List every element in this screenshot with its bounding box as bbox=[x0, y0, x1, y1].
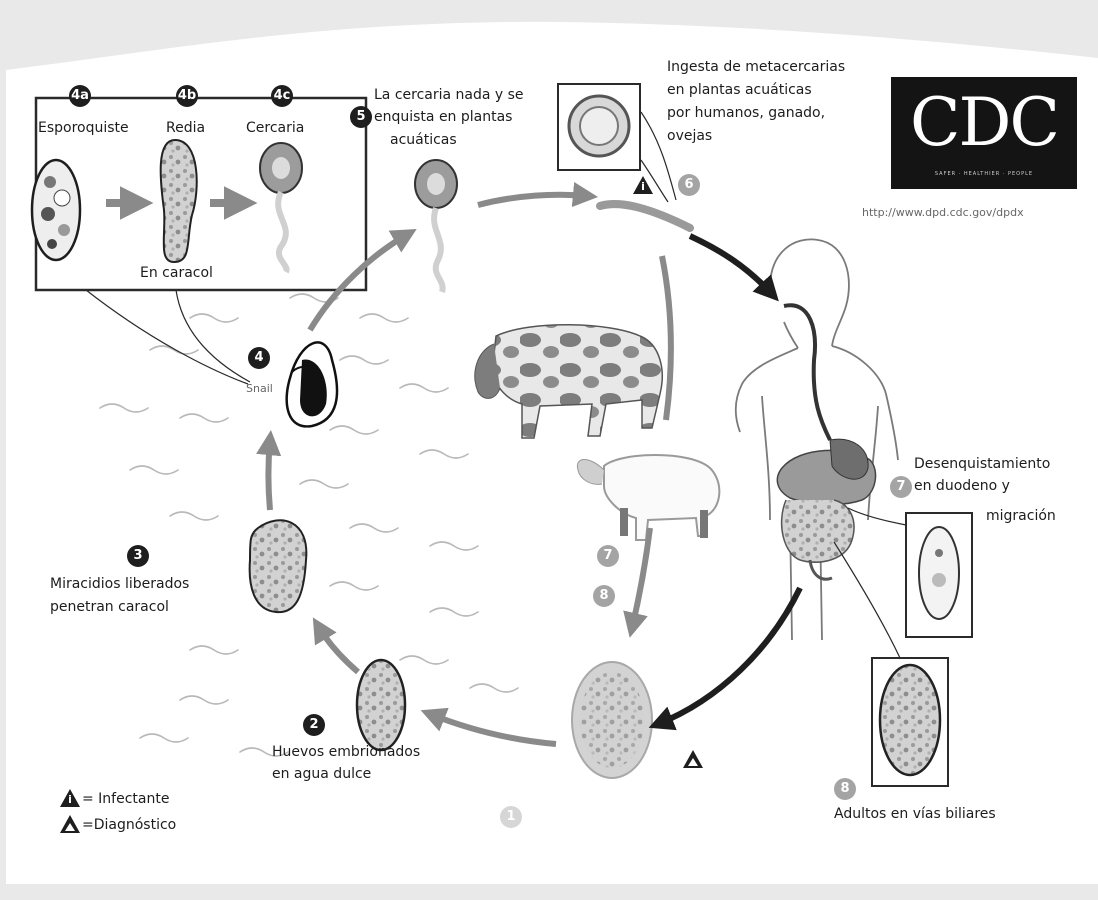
legend-infective-label: = Infectante bbox=[82, 790, 169, 809]
badge-step-4: 4 bbox=[248, 347, 270, 369]
label-step-5-line-2: enquista en plantas bbox=[374, 108, 512, 127]
badge-4a: 4a bbox=[69, 85, 91, 107]
cdc-logo: CDC SAFER · HEALTHIER · PEOPLE bbox=[891, 77, 1077, 189]
label-step-5-line-1: La cercaria nada y se bbox=[374, 86, 524, 105]
diagnostic-stage-marker bbox=[683, 750, 703, 768]
cdc-url: http://www.dpd.cdc.gov/dpdx bbox=[862, 206, 1024, 220]
label-en-caracol: En caracol bbox=[140, 264, 213, 283]
badge-sheep-8: 8 bbox=[593, 585, 615, 607]
badge-step-2: 2 bbox=[303, 714, 325, 736]
label-step-8: Adultos en vías biliares bbox=[834, 805, 996, 824]
label-cercaria: Cercaria bbox=[246, 119, 304, 138]
label-step-6-line-1: Ingesta de metacercarias bbox=[667, 58, 845, 77]
label-step-3-line-1: Miracidios liberados bbox=[50, 575, 189, 594]
label-step-3-line-2: penetran caracol bbox=[50, 598, 169, 617]
label-redia: Redia bbox=[166, 119, 205, 138]
label-step-7-line-2: en duodeno y bbox=[914, 477, 1010, 496]
miracidium-illustration bbox=[250, 520, 307, 612]
label-step-7-line-3: migración bbox=[986, 507, 1056, 526]
badge-4b: 4b bbox=[176, 85, 198, 107]
adult-fluke-illustration bbox=[880, 665, 940, 775]
arrow-3-to-4 bbox=[269, 440, 271, 510]
label-step-6-line-4: ovejas bbox=[667, 127, 712, 146]
label-esporoquiste: Esporoquiste bbox=[38, 119, 129, 138]
legend-infective-icon: i bbox=[60, 789, 80, 807]
label-step-2-line-1: Huevos embrionados bbox=[272, 743, 420, 762]
badge-step-7: 7 bbox=[890, 476, 912, 498]
badge-step-8: 8 bbox=[834, 778, 856, 800]
badge-step-5: 5 bbox=[350, 106, 372, 128]
badge-step-6: 6 bbox=[678, 174, 700, 196]
label-step-5-line-3: acuáticas bbox=[390, 131, 457, 150]
label-snail: Snail bbox=[246, 382, 273, 396]
label-step-7-line-1: Desenquistamiento bbox=[914, 455, 1050, 474]
label-step-2-line-2: en agua dulce bbox=[272, 765, 371, 784]
sporocyst-illustration bbox=[32, 160, 80, 260]
legend-diagnostic-icon bbox=[60, 815, 80, 833]
embryonated-egg-illustration bbox=[357, 660, 405, 750]
label-step-6-line-2: en plantas acuáticas bbox=[667, 81, 812, 100]
badge-step-3: 3 bbox=[127, 545, 149, 567]
badge-4c: 4c bbox=[271, 85, 293, 107]
legend-diagnostic-label: =Diagnóstico bbox=[82, 816, 176, 835]
badge-step-1: 1 bbox=[500, 806, 522, 828]
label-step-6-line-3: por humanos, ganado, bbox=[667, 104, 825, 123]
infective-stage-marker: i bbox=[633, 176, 653, 194]
badge-sheep-7: 7 bbox=[597, 545, 619, 567]
